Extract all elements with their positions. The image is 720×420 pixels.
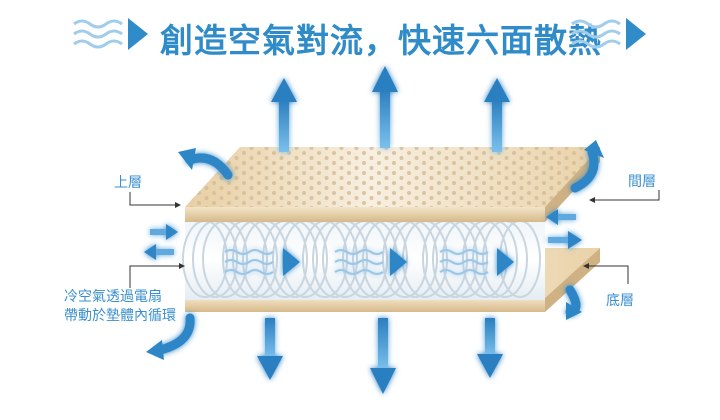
curved-arrow-top-left [185, 153, 233, 180]
top-layer-pad [185, 147, 600, 222]
label-bottom-layer: 底層 [606, 293, 634, 309]
headline-title: 創造空氣對流，快速六面散熱 [160, 21, 602, 60]
arrow-icon [370, 318, 396, 394]
horizontal-airflow-arrows [144, 209, 582, 260]
arrow-icon [271, 78, 297, 152]
label-airflow-line2: 帶動於墊體內循環 [64, 308, 176, 324]
curved-arrow-bottom-left [155, 313, 195, 355]
wind-icon [571, 18, 646, 50]
arrow-icon [372, 66, 398, 148]
headline-banner: 創造空氣對流，快速六面散熱 [0, 12, 720, 62]
label-top-layer: 上層 [114, 175, 142, 191]
curved-arrow-top-right [570, 147, 599, 193]
arrow-icon [150, 224, 178, 240]
fan-coil-layer [182, 218, 545, 300]
downward-airflow-arrows [257, 318, 503, 394]
upward-airflow-arrows [271, 66, 510, 152]
leader-lines [129, 190, 660, 288]
arrow-icon [548, 231, 582, 249]
arrow-icon [477, 318, 503, 378]
internal-airflow-arrows [224, 248, 514, 276]
label-middle-layer: 間層 [628, 174, 656, 190]
label-airflow-line1: 冷空氣透過電扇 [64, 289, 162, 305]
label-airflow: 冷空氣透過電扇 帶動於墊體內循環 [64, 288, 176, 326]
arrow-icon [257, 318, 283, 380]
arrow-icon [546, 209, 576, 225]
side-arrow-heads [146, 140, 604, 360]
arrow-icon [484, 78, 510, 152]
wind-icon [73, 18, 148, 50]
arrow-icon [144, 244, 174, 260]
